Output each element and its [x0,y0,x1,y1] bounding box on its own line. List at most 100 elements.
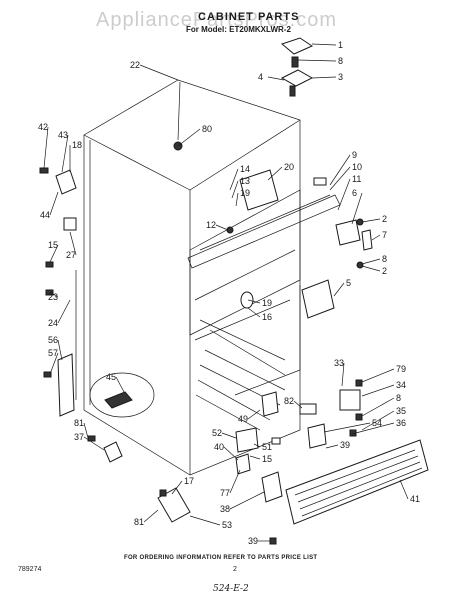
callout-51: 51 [262,442,272,452]
callout-leader-9 [329,154,351,186]
callout-leader-17 [171,480,183,495]
callout-4: 4 [258,72,263,82]
callout-9: 9 [352,150,357,160]
callout-leader-54 [323,422,371,433]
callout-19: 19 [262,298,272,308]
callout-leader-45 [115,376,125,393]
callout-80: 80 [202,124,212,134]
top-hinge-parts [173,37,314,151]
callout-12: 12 [206,220,216,230]
callout-leader-82 [293,400,303,409]
callout-leader-12 [215,224,229,231]
callout-leader-8 [361,258,381,265]
callout-leader-81 [143,509,159,523]
callout-leader-10 [329,166,351,191]
callout-81: 81 [134,517,144,527]
callout-leader-49 [247,409,261,420]
callout-82: 82 [284,396,294,406]
divider-rail [187,194,341,269]
middle-hinge-parts [313,177,373,269]
callout-10: 10 [352,162,362,172]
callout-leader-7 [371,234,381,241]
callout-leader-13 [231,180,239,199]
callout-leader-19 [235,192,239,207]
callout-42: 42 [38,122,48,132]
callout-leader-51 [253,443,261,448]
callout-37: 37 [74,432,84,442]
callout-1: 1 [338,40,343,50]
callout-leader-80 [177,128,201,147]
callout-40: 40 [214,442,224,452]
callout-44: 44 [40,210,50,220]
callout-19: 19 [240,188,250,198]
callout-leader-77 [229,469,241,494]
callout-leader-22 [139,64,179,81]
callout-14: 14 [240,164,250,174]
callout-34: 34 [396,380,406,390]
callout-17: 17 [184,476,194,486]
callout-leader-40 [223,446,239,461]
callout-leader-1 [311,43,337,46]
callout-leader-79 [361,368,395,383]
callout-leader-41 [399,479,409,500]
callout-leader-8 [361,397,395,417]
bottom-parts [87,379,363,545]
callout-33: 33 [334,358,344,368]
callout-leader-15 [49,244,59,263]
callout-35: 35 [396,406,406,416]
callout-leader-24 [57,299,71,324]
callout-leader-2 [361,218,381,223]
callout-leader-56 [57,339,63,361]
callout-leader-52 [221,432,237,439]
callout-leader-23 [49,291,59,298]
callout-57: 57 [48,348,58,358]
ordering-instruction: FOR ORDERING INFORMATION REFER TO PARTS … [124,555,318,561]
callout-27: 27 [66,250,76,260]
callout-8: 8 [338,56,343,66]
callout-leader-34 [361,384,395,397]
callout-leader-36 [351,422,395,435]
callout-52: 52 [212,428,222,438]
callout-leader-14 [229,168,239,191]
callout-24: 24 [48,318,58,328]
callout-77: 77 [220,488,230,498]
callout-2: 2 [382,266,387,276]
callout-39: 39 [340,440,350,450]
handwritten-code: 524-E-2 [213,584,249,594]
left-side-parts [39,167,77,417]
callout-leader-37 [83,436,105,451]
callout-81: 81 [74,418,84,428]
callout-leader-33 [341,362,345,387]
callout-leader-20 [267,166,283,181]
callout-leader-2 [361,265,381,272]
callout-leader-16 [247,307,261,318]
callout-18: 18 [72,140,82,150]
callout-38: 38 [220,504,230,514]
callout-leader-3 [311,76,337,79]
model-subtitle: For Model: ET20MKXLWR-2 [186,25,291,34]
callout-7: 7 [382,230,387,240]
inset-detail [89,372,155,418]
callout-8: 8 [396,393,401,403]
callout-leader-57 [49,352,59,375]
callout-54: 54 [372,418,382,428]
callout-leader-53 [189,515,221,526]
callout-leader-15 [249,455,261,460]
callout-leader-19 [247,299,261,304]
callout-leader-11 [337,178,351,211]
callout-6: 6 [352,188,357,198]
callout-56: 56 [48,335,58,345]
callout-20: 20 [284,162,294,172]
diagram-title: CABINET PARTS [198,11,300,23]
callout-15: 15 [262,454,272,464]
cabinet-shell [83,79,301,476]
page-number: 2 [233,566,237,573]
callout-leader-44 [49,191,59,216]
callout-leader-6 [351,192,363,225]
callout-5: 5 [346,278,351,288]
callout-leader-8 [297,59,337,62]
callout-36: 36 [396,418,406,428]
callout-leader-27 [69,231,77,256]
